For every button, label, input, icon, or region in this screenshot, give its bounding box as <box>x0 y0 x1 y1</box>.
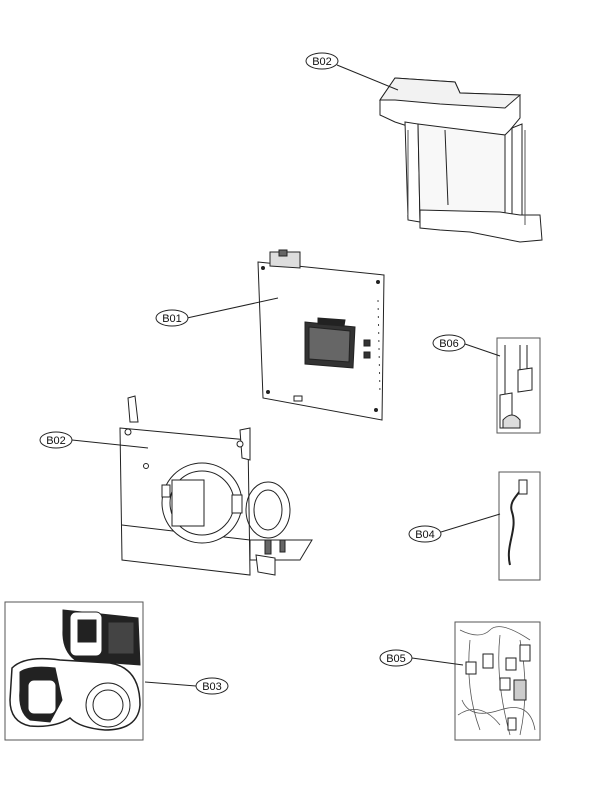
callout-b02-left-oval <box>39 431 73 449</box>
b06-part-box <box>496 337 541 434</box>
callout-b01-oval <box>155 309 189 327</box>
b04-part-box <box>498 471 541 581</box>
b05-part-box <box>454 621 541 741</box>
callout-b03-oval <box>195 677 229 695</box>
control-board-part <box>257 249 385 421</box>
top-bracket-part <box>379 77 543 243</box>
callout-b06: B06 <box>439 338 459 350</box>
callout-b04: B04 <box>415 529 435 541</box>
callout-b05: B05 <box>386 653 406 665</box>
callout-b03: B03 <box>202 681 222 693</box>
callout-b02-left: B02 <box>46 435 66 447</box>
callout-b05-oval <box>379 649 413 667</box>
callout-b02-top: B02 <box>312 56 332 68</box>
callout-b02-top-oval <box>305 52 339 70</box>
callout-b04-oval <box>408 525 442 543</box>
b03-part-box <box>4 601 144 741</box>
lower-bracket-part <box>119 395 313 576</box>
callout-b06-oval <box>432 334 466 352</box>
callout-b01: B01 <box>162 313 182 325</box>
leader-lines <box>71 64 501 687</box>
